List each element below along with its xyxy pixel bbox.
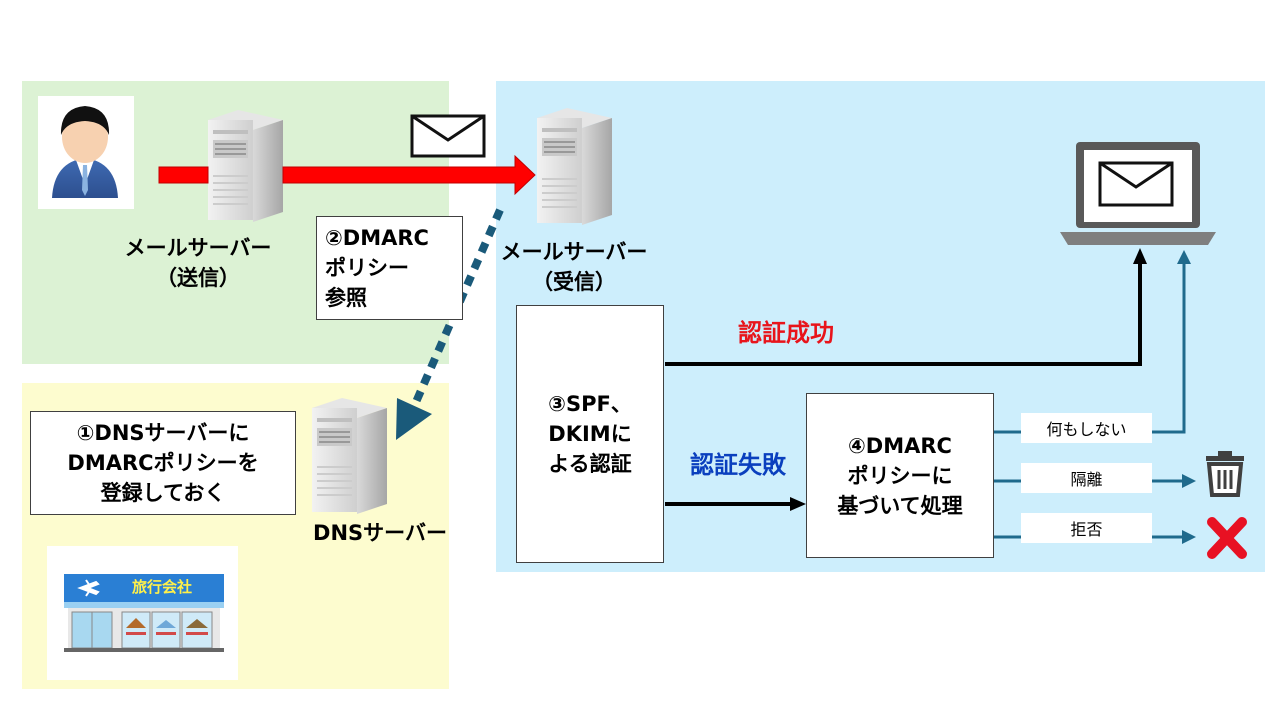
success-arrow [665, 248, 1147, 366]
step2-box: ②DMARC ポリシー 参照 [316, 216, 463, 320]
sender-server-icon [208, 110, 283, 222]
sender-server-sublabel: （送信） [156, 266, 240, 290]
receiver-server-label: メールサーバー [500, 240, 648, 264]
action-none-arrow [994, 250, 1191, 434]
sender-server-label: メールサーバー [124, 236, 272, 260]
action-reject-box: 拒否 [1021, 513, 1152, 543]
auth-success-label: 認証成功 [738, 319, 834, 347]
send-arrow [158, 154, 536, 196]
step2-line2: ポリシー [325, 256, 409, 280]
step1-box: ①DNSサーバーに DMARCポリシーを 登録しておく [30, 411, 296, 515]
receiver-server-sublabel: （受信） [532, 270, 616, 294]
auth-failure-label: 認証失敗 [690, 451, 786, 479]
step3-line1: ③SPF、 [548, 392, 632, 416]
step3-line3: よる認証 [548, 452, 632, 476]
person-icon [38, 96, 134, 209]
dmarc-lookup-arrow [396, 208, 504, 440]
step2-line1: ②DMARC [325, 226, 429, 250]
step4-line2: ポリシーに [847, 463, 953, 488]
shop-sign-text: 旅行会社 [131, 578, 192, 596]
step1-line2: DMARCポリシーを [67, 451, 259, 475]
reject-x-icon [1207, 517, 1247, 559]
step1-line3: 登録しておく [100, 481, 226, 505]
step3-box: ③SPF、 DKIMに よる認証 [516, 305, 664, 563]
envelope-icon [410, 114, 486, 158]
travel-agency-shop-icon [47, 546, 238, 680]
action-none-box: 何もしない [1021, 413, 1152, 443]
trash-icon [1206, 451, 1244, 497]
failure-arrow [665, 497, 806, 511]
action-quarantine-box: 隔離 [1021, 463, 1152, 493]
step4-line1: ④DMARC [848, 433, 952, 458]
step4-box: ④DMARC ポリシーに 基づいて処理 [806, 393, 994, 558]
receiver-server-icon [537, 108, 612, 225]
dns-server-icon [312, 398, 387, 514]
step3-line2: DKIMに [548, 422, 632, 446]
step1-line1: ①DNSサーバーに [76, 421, 250, 445]
dns-server-label: DNSサーバー [313, 521, 447, 545]
laptop-icon [1060, 142, 1216, 245]
step2-line3: 参照 [325, 286, 367, 310]
step4-line3: 基づいて処理 [837, 493, 963, 518]
